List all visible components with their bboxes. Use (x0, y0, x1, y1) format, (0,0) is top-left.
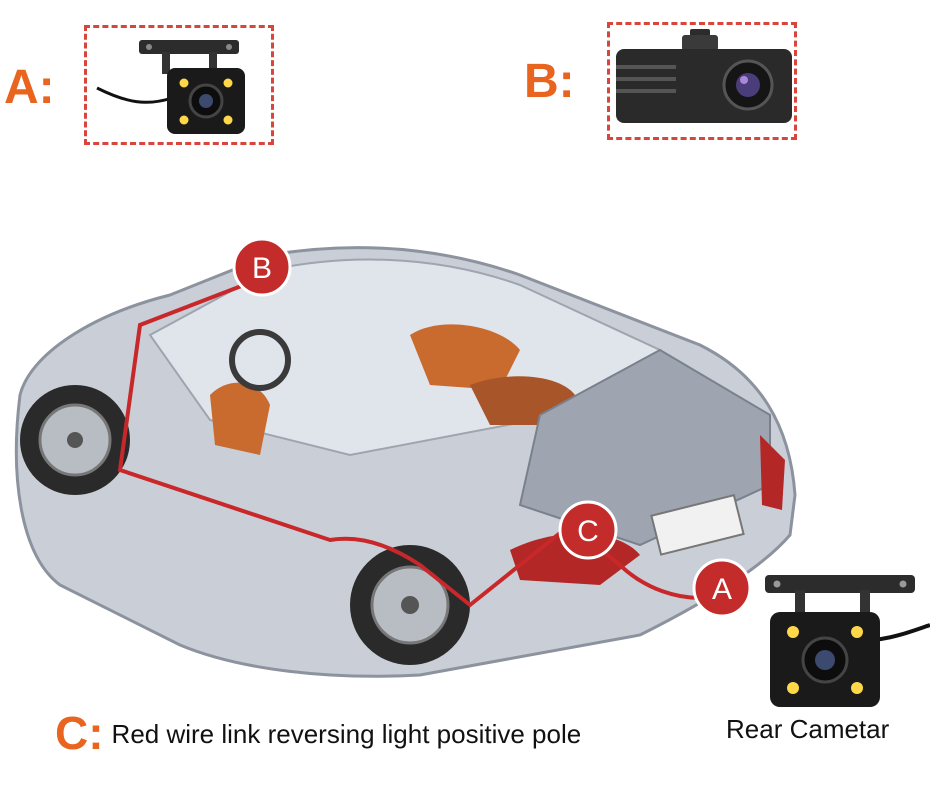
marker-a-text: A (712, 573, 732, 606)
key-a-label: A: (4, 61, 55, 114)
car-cutaway-illustration: B C A (14, 237, 930, 707)
key-b-label: B: (524, 55, 575, 108)
marker-b-text: B (252, 252, 272, 285)
rear-camera-icon (96, 40, 245, 134)
seat-front (210, 382, 270, 455)
steering-wheel (229, 329, 291, 391)
license-plate (650, 493, 745, 556)
rear-camera-product (765, 575, 930, 707)
marker-a: A (692, 558, 752, 618)
wheel-front (20, 385, 130, 495)
caption-c-text: Red wire link reversing light positive p… (111, 719, 582, 749)
wheel-rear (350, 545, 470, 665)
marker-b: B (232, 237, 292, 297)
key-c-label: C: (55, 707, 104, 759)
tail-light-right (760, 435, 785, 510)
marker-c-text: C (577, 515, 599, 548)
key-b-frame (607, 22, 797, 140)
red-wire-route (117, 273, 721, 608)
seat-rear (410, 324, 520, 390)
caption-c: C:Red wire link reversing light positive… (55, 710, 581, 756)
marker-c: C (558, 500, 618, 560)
key-a-frame (84, 25, 274, 145)
rear-camera-caption: Rear Cametar (726, 714, 890, 744)
dash-camera-icon (616, 29, 792, 123)
